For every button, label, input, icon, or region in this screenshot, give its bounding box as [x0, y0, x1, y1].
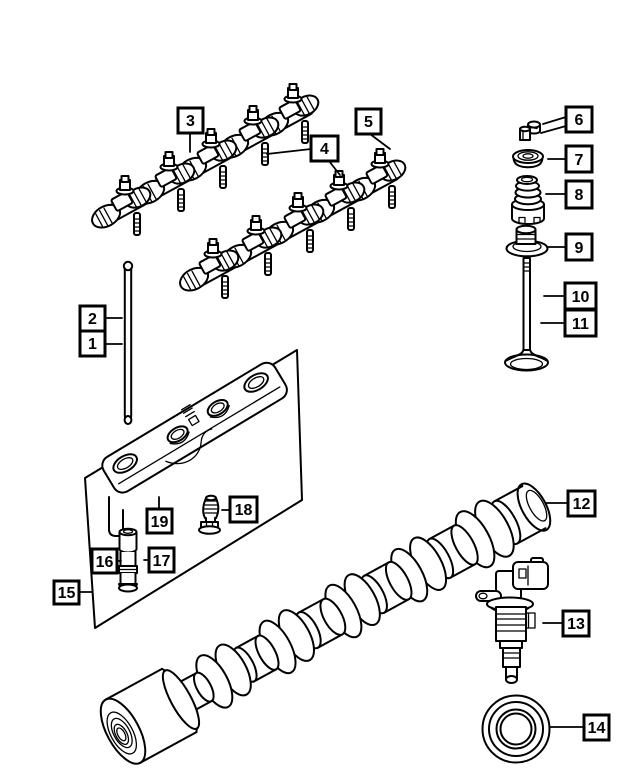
rocker-pedestal: [101, 361, 288, 537]
valve-locks: [519, 120, 541, 141]
callout-7: 7: [564, 144, 594, 174]
svg-text:5: 5: [364, 114, 373, 131]
rocker-shaft-assembly-right: [174, 148, 411, 299]
svg-text:9: 9: [575, 240, 584, 257]
callout-18: 18: [228, 495, 259, 524]
callout-9: 9: [564, 232, 594, 262]
callout-5: 5: [354, 107, 383, 136]
svg-text:1: 1: [88, 336, 97, 353]
svg-text:15: 15: [58, 585, 76, 602]
pushrod: [122, 260, 134, 425]
svg-text:6: 6: [575, 112, 584, 129]
leader-6: [540, 116, 567, 134]
rocker-shaft-assembly-left: [86, 83, 324, 236]
callout-13: 13: [561, 609, 591, 638]
callout-17: 17: [147, 546, 176, 574]
svg-text:4: 4: [320, 141, 329, 158]
leader-5: [369, 133, 391, 150]
callout-10: 10: [563, 281, 598, 311]
callout-16: 16: [90, 547, 119, 575]
svg-text:8: 8: [575, 187, 584, 204]
svg-text:10: 10: [572, 289, 590, 306]
valve-stem-seal: [505, 224, 549, 258]
valve: [504, 257, 549, 372]
callout-12: 12: [566, 489, 597, 518]
leader-4: [266, 148, 341, 176]
callout-19: 19: [145, 507, 174, 535]
svg-text:11: 11: [572, 316, 589, 333]
callouts: 2 1 3 4 5 6 7 8: [52, 105, 611, 742]
callout-8: 8: [564, 179, 594, 210]
svg-text:14: 14: [588, 720, 606, 737]
svg-text:16: 16: [96, 554, 114, 571]
camshaft-sensor: [475, 557, 549, 684]
callout-14: 14: [582, 713, 611, 742]
svg-text:13: 13: [567, 616, 585, 633]
svg-text:19: 19: [151, 514, 169, 531]
callout-6: 6: [564, 105, 594, 134]
svg-text:18: 18: [235, 502, 253, 519]
callout-3: 3: [176, 106, 205, 135]
valve-lifter: [118, 527, 138, 593]
callout-15: 15: [52, 579, 81, 606]
valve-spring: [511, 175, 545, 225]
svg-text:3: 3: [186, 113, 195, 130]
svg-text:17: 17: [153, 553, 171, 570]
pedestal-bolt: [198, 494, 221, 535]
valve-spring-retainer: [512, 149, 544, 169]
callout-2: 2: [78, 304, 107, 333]
callout-11: 11: [563, 308, 598, 338]
camshaft-seal: [481, 694, 551, 764]
svg-text:2: 2: [88, 311, 97, 328]
svg-text:7: 7: [575, 152, 584, 169]
callout-4: 4: [309, 134, 340, 163]
leader-lines: [77, 116, 585, 728]
camshaft: [99, 482, 552, 765]
svg-text:12: 12: [573, 496, 591, 513]
callout-1: 1: [78, 329, 107, 358]
